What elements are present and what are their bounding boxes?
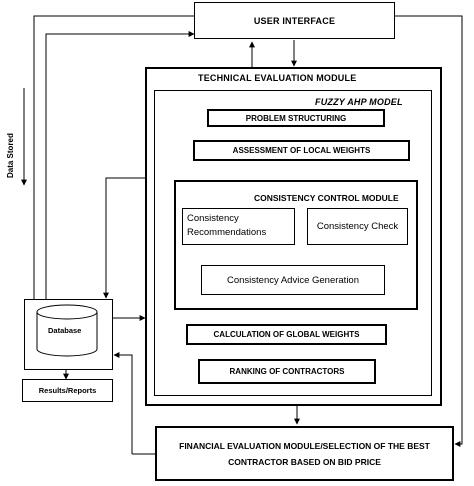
arrow-ui-to-financial: [395, 15, 463, 447]
user-interface-box: USER INTERFACE: [194, 2, 395, 39]
arrow-financial-link-database: [113, 352, 133, 454]
fuzzy-ahp-title: FUZZY AHP MODEL: [315, 97, 403, 107]
arrow-database-to-ui-inner: [45, 31, 195, 300]
database-cylinder-icon: [36, 304, 98, 357]
consistency-check-label: Consistency Check: [316, 221, 399, 232]
arrow-ui-to-database-outer: [33, 15, 194, 300]
user-interface-label: USER INTERFACE: [253, 15, 336, 26]
problem-structuring-box: PROBLEM STRUCTURING: [207, 109, 385, 127]
data-stored-label: Data Stored: [6, 133, 15, 178]
ranking-box: RANKING OF CONTRACTORS: [198, 359, 376, 384]
consistency-recommendations-label: Consistency Recommendations: [187, 213, 267, 238]
database-box: [24, 299, 113, 370]
consistency-advice-label: Consistency Advice Generation: [226, 274, 360, 286]
results-reports-box: Results/Reports: [22, 379, 113, 402]
database-label: Database: [48, 326, 82, 335]
consistency-recommendations-box: Consistency Recommendations: [182, 208, 295, 245]
assessment-local-weights-box: ASSESSMENT OF LOCAL WEIGHTS: [193, 140, 410, 161]
financial-evaluation-label: FINANCIAL EVALUATION MODULE/SELECTION OF…: [179, 440, 430, 467]
results-reports-label: Results/Reports: [38, 386, 97, 395]
ranking-label: RANKING OF CONTRACTORS: [229, 367, 345, 376]
global-weights-box: CALCULATION OF GLOBAL WEIGHTS: [186, 324, 387, 345]
assessment-local-weights-label: ASSESSMENT OF LOCAL WEIGHTS: [232, 146, 371, 155]
financial-evaluation-box: FINANCIAL EVALUATION MODULE/SELECTION OF…: [155, 426, 454, 481]
technical-module-title: TECHNICAL EVALUATION MODULE: [198, 73, 357, 83]
consistency-advice-box: Consistency Advice Generation: [201, 265, 385, 295]
global-weights-label: CALCULATION OF GLOBAL WEIGHTS: [213, 330, 360, 339]
problem-structuring-label: PROBLEM STRUCTURING: [245, 113, 347, 123]
arrow-technical-to-database: [103, 177, 145, 299]
consistency-control-title: CONSISTENCY CONTROL MODULE: [254, 193, 399, 203]
consistency-check-box: Consistency Check: [307, 208, 408, 245]
